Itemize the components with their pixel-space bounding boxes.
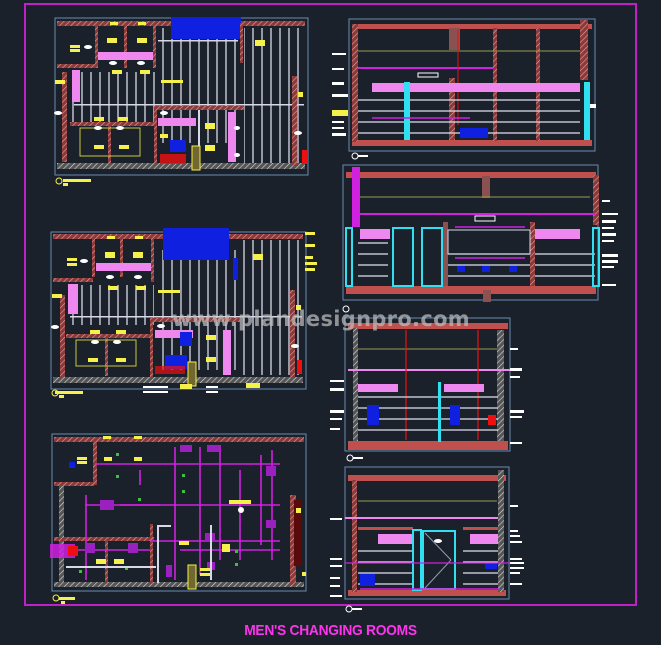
services-plan-3 <box>50 433 307 604</box>
elevation-2 <box>342 164 618 313</box>
elevation-3 <box>330 317 524 462</box>
ceiling-plan-2 <box>50 228 317 398</box>
watermark-text: www.plandesignpro.com <box>172 307 470 331</box>
elevation-4 <box>330 466 524 613</box>
sheet-border <box>24 3 637 606</box>
sheet-title: MEN'S CHANGING ROOMS <box>244 622 417 639</box>
floor-plan-1 <box>54 17 309 186</box>
elevation-1 <box>332 18 596 160</box>
